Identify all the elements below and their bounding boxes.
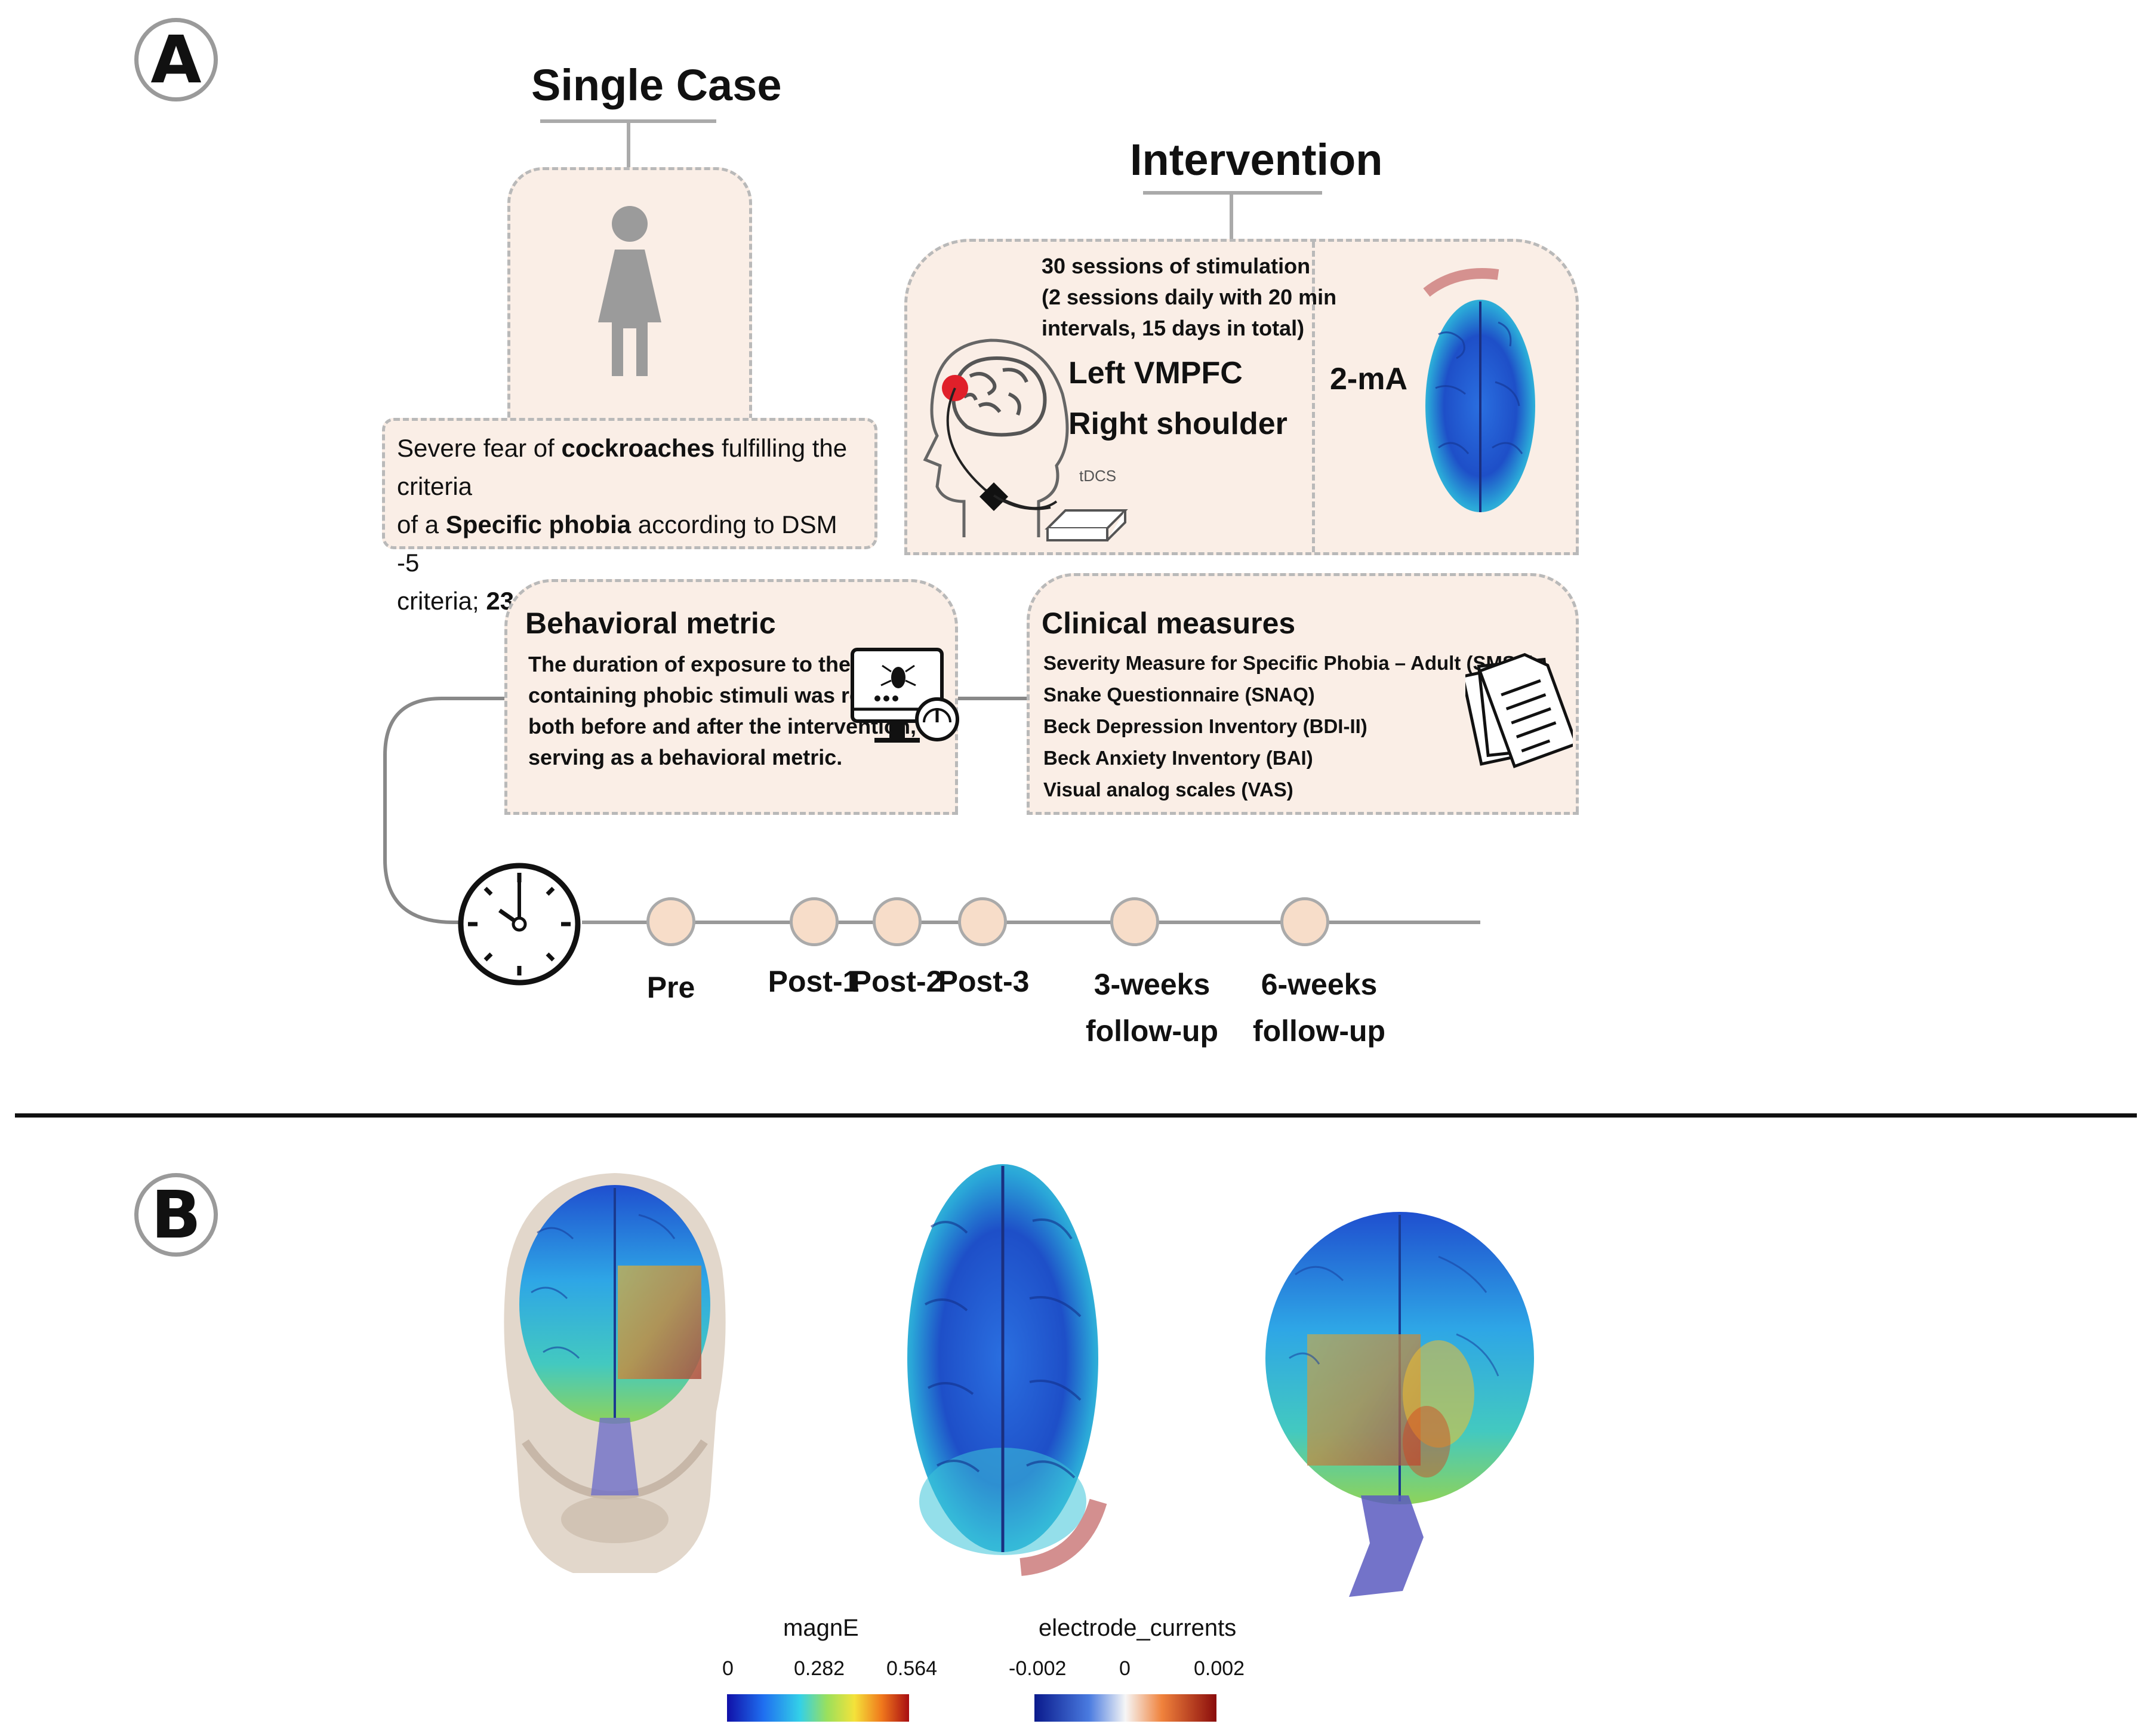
clinical-item: Severity Measure for Specific Phobia – A… xyxy=(1043,652,1535,674)
timeline-dot-post2 xyxy=(873,897,922,946)
single-case-connector xyxy=(627,121,630,169)
brain-lateral-view xyxy=(1265,1212,1534,1597)
intervention-divider xyxy=(1312,242,1315,552)
person-icon xyxy=(598,206,661,376)
clinical-item: Beck Depression Inventory (BDI-II) xyxy=(1043,715,1367,737)
colorbar-magnE xyxy=(727,1694,909,1722)
timeline-label-3wk: 3-weeks follow-up xyxy=(1074,961,1230,1054)
current-intensity: 2-mA xyxy=(1330,362,1408,396)
timeline-label-line: Post-3 xyxy=(938,965,1030,998)
brain-top-view-small xyxy=(1423,268,1535,512)
clinical-item: Snake Questionnaire (SNAQ) xyxy=(1043,684,1315,706)
desc-specific-phobia: Specific phobia xyxy=(445,510,632,538)
anode-site: Left VMPFC xyxy=(1068,356,1243,390)
timeline-dot-post1 xyxy=(790,897,839,946)
tdcs-device-icon xyxy=(1045,509,1128,541)
colorbar-magnE-tick: 0 xyxy=(722,1657,734,1680)
clinical-item: Visual analog scales (VAS) xyxy=(1043,778,1293,801)
timeline-label-post1: Post-1 xyxy=(766,958,861,1005)
timeline-label-post2: Post-2 xyxy=(849,958,945,1005)
desc-text: fulfilling the criteria xyxy=(397,434,848,500)
desc-text: Severe fear of xyxy=(397,434,562,462)
timeline-dot-3wk xyxy=(1110,897,1159,946)
behavioral-metric-title: Behavioral metric xyxy=(525,607,776,640)
clinical-measures-list: Severity Measure for Specific Phobia – A… xyxy=(1043,647,1535,805)
desc-cockroaches: cockroaches xyxy=(561,434,715,462)
timeline-dot-post3 xyxy=(958,897,1007,946)
panel-a-badge: A xyxy=(134,18,218,101)
timeline-label-line: 3-weeks xyxy=(1094,968,1210,1001)
timeline-label-line: follow-up xyxy=(1085,1014,1219,1048)
timeline-label-line: Pre xyxy=(646,971,695,1004)
sessions-line: (2 sessions daily with 20 min xyxy=(1042,285,1337,309)
colorbar-current xyxy=(1034,1694,1216,1722)
colorbar-magnE-tick: 0.564 xyxy=(886,1657,938,1680)
panel-separator xyxy=(15,1113,2137,1118)
tdcs-head-illustration xyxy=(923,338,1069,537)
brain-top-view-large xyxy=(907,1164,1107,1576)
timeline-label-line: 6-weeks xyxy=(1261,968,1378,1001)
desc-text: criteria; xyxy=(397,587,486,615)
intervention-title: Intervention xyxy=(1130,135,1383,184)
timeline-label-line: follow-up xyxy=(1252,1014,1386,1048)
colorbar-current-tick: -0.002 xyxy=(1009,1657,1067,1680)
panel-b-badge: B xyxy=(134,1173,218,1257)
timeline-label-line: Post-2 xyxy=(851,965,943,998)
single-case-description-box: Severe fear of cockroaches fulfilling th… xyxy=(382,418,877,615)
desc-text: according to DSM -5 xyxy=(397,510,837,577)
timeline-label-post3: Post-3 xyxy=(936,958,1031,1005)
sessions-line: 30 sessions of stimulation xyxy=(1042,254,1311,278)
sessions-line: intervals, 15 days in total) xyxy=(1042,316,1305,340)
cathode-site: Right shoulder xyxy=(1068,407,1287,441)
head-model-frontal-view xyxy=(504,1173,726,1573)
clock-icon xyxy=(458,863,581,986)
clinical-item: Beck Anxiety Inventory (BAI) xyxy=(1043,747,1313,769)
colorbar-current-label: electrode_currents xyxy=(1039,1615,1237,1641)
timeline-label-pre: Pre xyxy=(617,964,725,1011)
colorbar-magnE-tick: 0.282 xyxy=(794,1657,845,1680)
monitor-timer-icon xyxy=(851,648,959,743)
behavioral-line: serving as a behavioral metric. xyxy=(528,745,843,769)
clinical-measures-title: Clinical measures xyxy=(1042,607,1296,640)
intervention-connector xyxy=(1230,193,1233,241)
single-case-title: Single Case xyxy=(531,60,782,110)
timeline-label-6wk: 6-weeks follow-up xyxy=(1242,961,1397,1054)
colorbar-current-tick: 0.002 xyxy=(1194,1657,1245,1680)
tdcs-label: tDCS xyxy=(1079,467,1117,485)
colorbar-magnE-label: magnE xyxy=(783,1615,859,1641)
colorbar-current-tick: 0 xyxy=(1119,1657,1131,1680)
desc-text: of a xyxy=(397,510,446,538)
documents-icon xyxy=(1465,652,1573,768)
timeline-label-line: Post-1 xyxy=(768,965,860,998)
intervention-sessions: 30 sessions of stimulation (2 sessions d… xyxy=(1042,251,1336,344)
timeline-dot-pre xyxy=(646,897,695,946)
timeline-dot-6wk xyxy=(1280,897,1329,946)
